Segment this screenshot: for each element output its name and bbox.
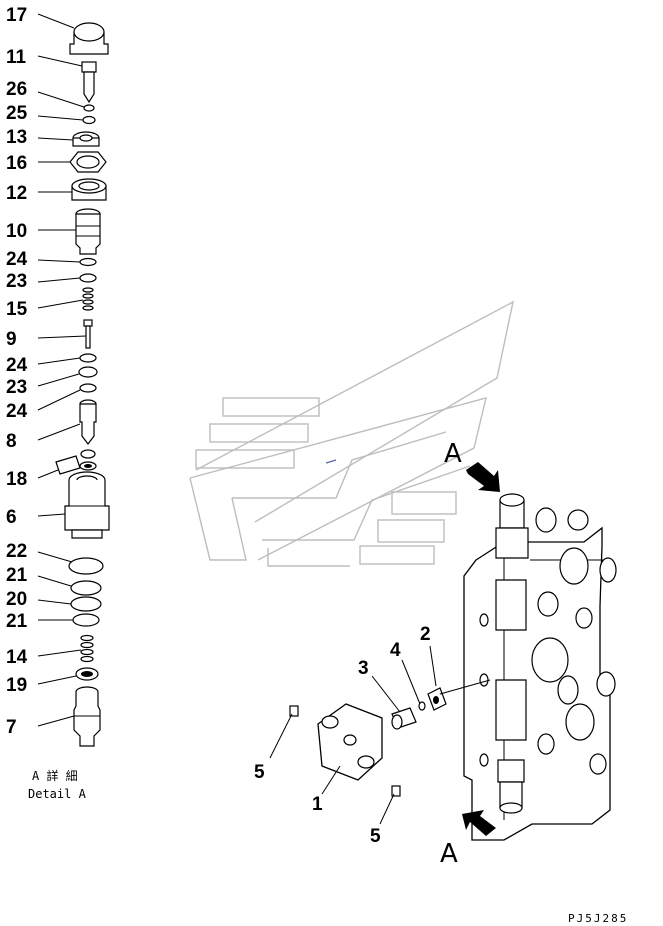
assembly-callout-4: 4 [390,640,401,661]
callout-25-3: 25 [6,103,28,124]
part-3-sleeve [391,707,417,730]
callout-8-15: 8 [6,431,17,452]
callout-9-11: 9 [6,329,17,350]
part-9-pin [83,319,93,349]
callout-numbers: 1711262513161210242315924232481862221202… [6,5,28,738]
part-22-oring [68,557,104,575]
callout-15-10: 15 [6,299,28,320]
view-arrow-bottom [462,810,496,836]
callout-10-7: 10 [6,221,27,242]
callout-6-17: 6 [6,507,17,528]
assembly-callout-5a: 5 [254,762,265,783]
part-2-plug [427,687,447,711]
callout-14-22: 14 [6,647,28,668]
detail-caption-en: Detail A [28,787,87,801]
part-10-body [75,208,101,255]
drawing-code: PJ5J285 [568,912,628,925]
callout-24-14: 24 [6,401,28,422]
assembly-callout-2: 2 [420,624,431,645]
part-24-ring-c [79,383,97,393]
exploded-parts-column [55,22,110,747]
detail-caption-jp: A 詳 細 [32,768,78,783]
part-13-nut [72,131,100,147]
callout-22-18: 22 [6,541,27,562]
callout-23-13: 23 [6,377,27,398]
part-15-spring [82,287,94,311]
view-label-bottom: A [440,839,458,869]
callout-17-0: 17 [6,5,27,26]
callout-21-21: 21 [6,611,28,632]
part-14-spring [80,634,94,663]
part-20-ring [70,596,102,612]
view-arrow-top [466,462,500,492]
part-26-ring [83,104,95,112]
callout-11-1: 11 [6,47,27,68]
part-5-bolt-b [391,785,401,797]
callout-26-2: 26 [6,79,27,100]
assembly-callout-1: 1 [312,794,323,815]
valve-body [463,493,617,841]
part-1-cover [317,703,383,781]
part-7-spool [73,686,101,747]
callout-19-23: 19 [6,675,27,696]
part-5-bolt-a [289,705,299,717]
callout-leaders [37,13,87,727]
part-11-pin [81,61,97,104]
part-18-washer [55,449,97,475]
part-21-ring [70,580,102,596]
assembly-leaders [269,645,491,825]
part-21-ring-b [72,613,100,627]
part-17-cap [69,22,109,55]
callout-18-16: 18 [6,469,27,490]
part-25-ring [82,115,96,125]
callout-7-24: 7 [6,717,17,738]
part-8-poppet [79,399,97,445]
callout-24-8: 24 [6,249,28,270]
assembly-callout-5b: 5 [370,826,381,847]
part-23-ring [79,273,97,283]
part-4-ring [418,701,426,711]
part-16-gasket [69,151,107,173]
part-19-seal [75,667,99,681]
assembly-callout-3: 3 [358,658,369,679]
part-23-ring-b [78,366,98,378]
part-24-ring [79,257,97,267]
part-12-nut [71,178,107,201]
callout-12-6: 12 [6,183,27,204]
callout-16-5: 16 [6,153,27,174]
part-6-plug [64,471,110,539]
watermark-logo [189,300,514,567]
part-24-ring-b [79,353,97,363]
callout-21-19: 21 [6,565,28,586]
callout-24-12: 24 [6,355,28,376]
callout-13-4: 13 [6,127,27,148]
callout-20-20: 20 [6,589,27,610]
callout-23-9: 23 [6,271,27,292]
view-label-top: A [444,439,462,469]
